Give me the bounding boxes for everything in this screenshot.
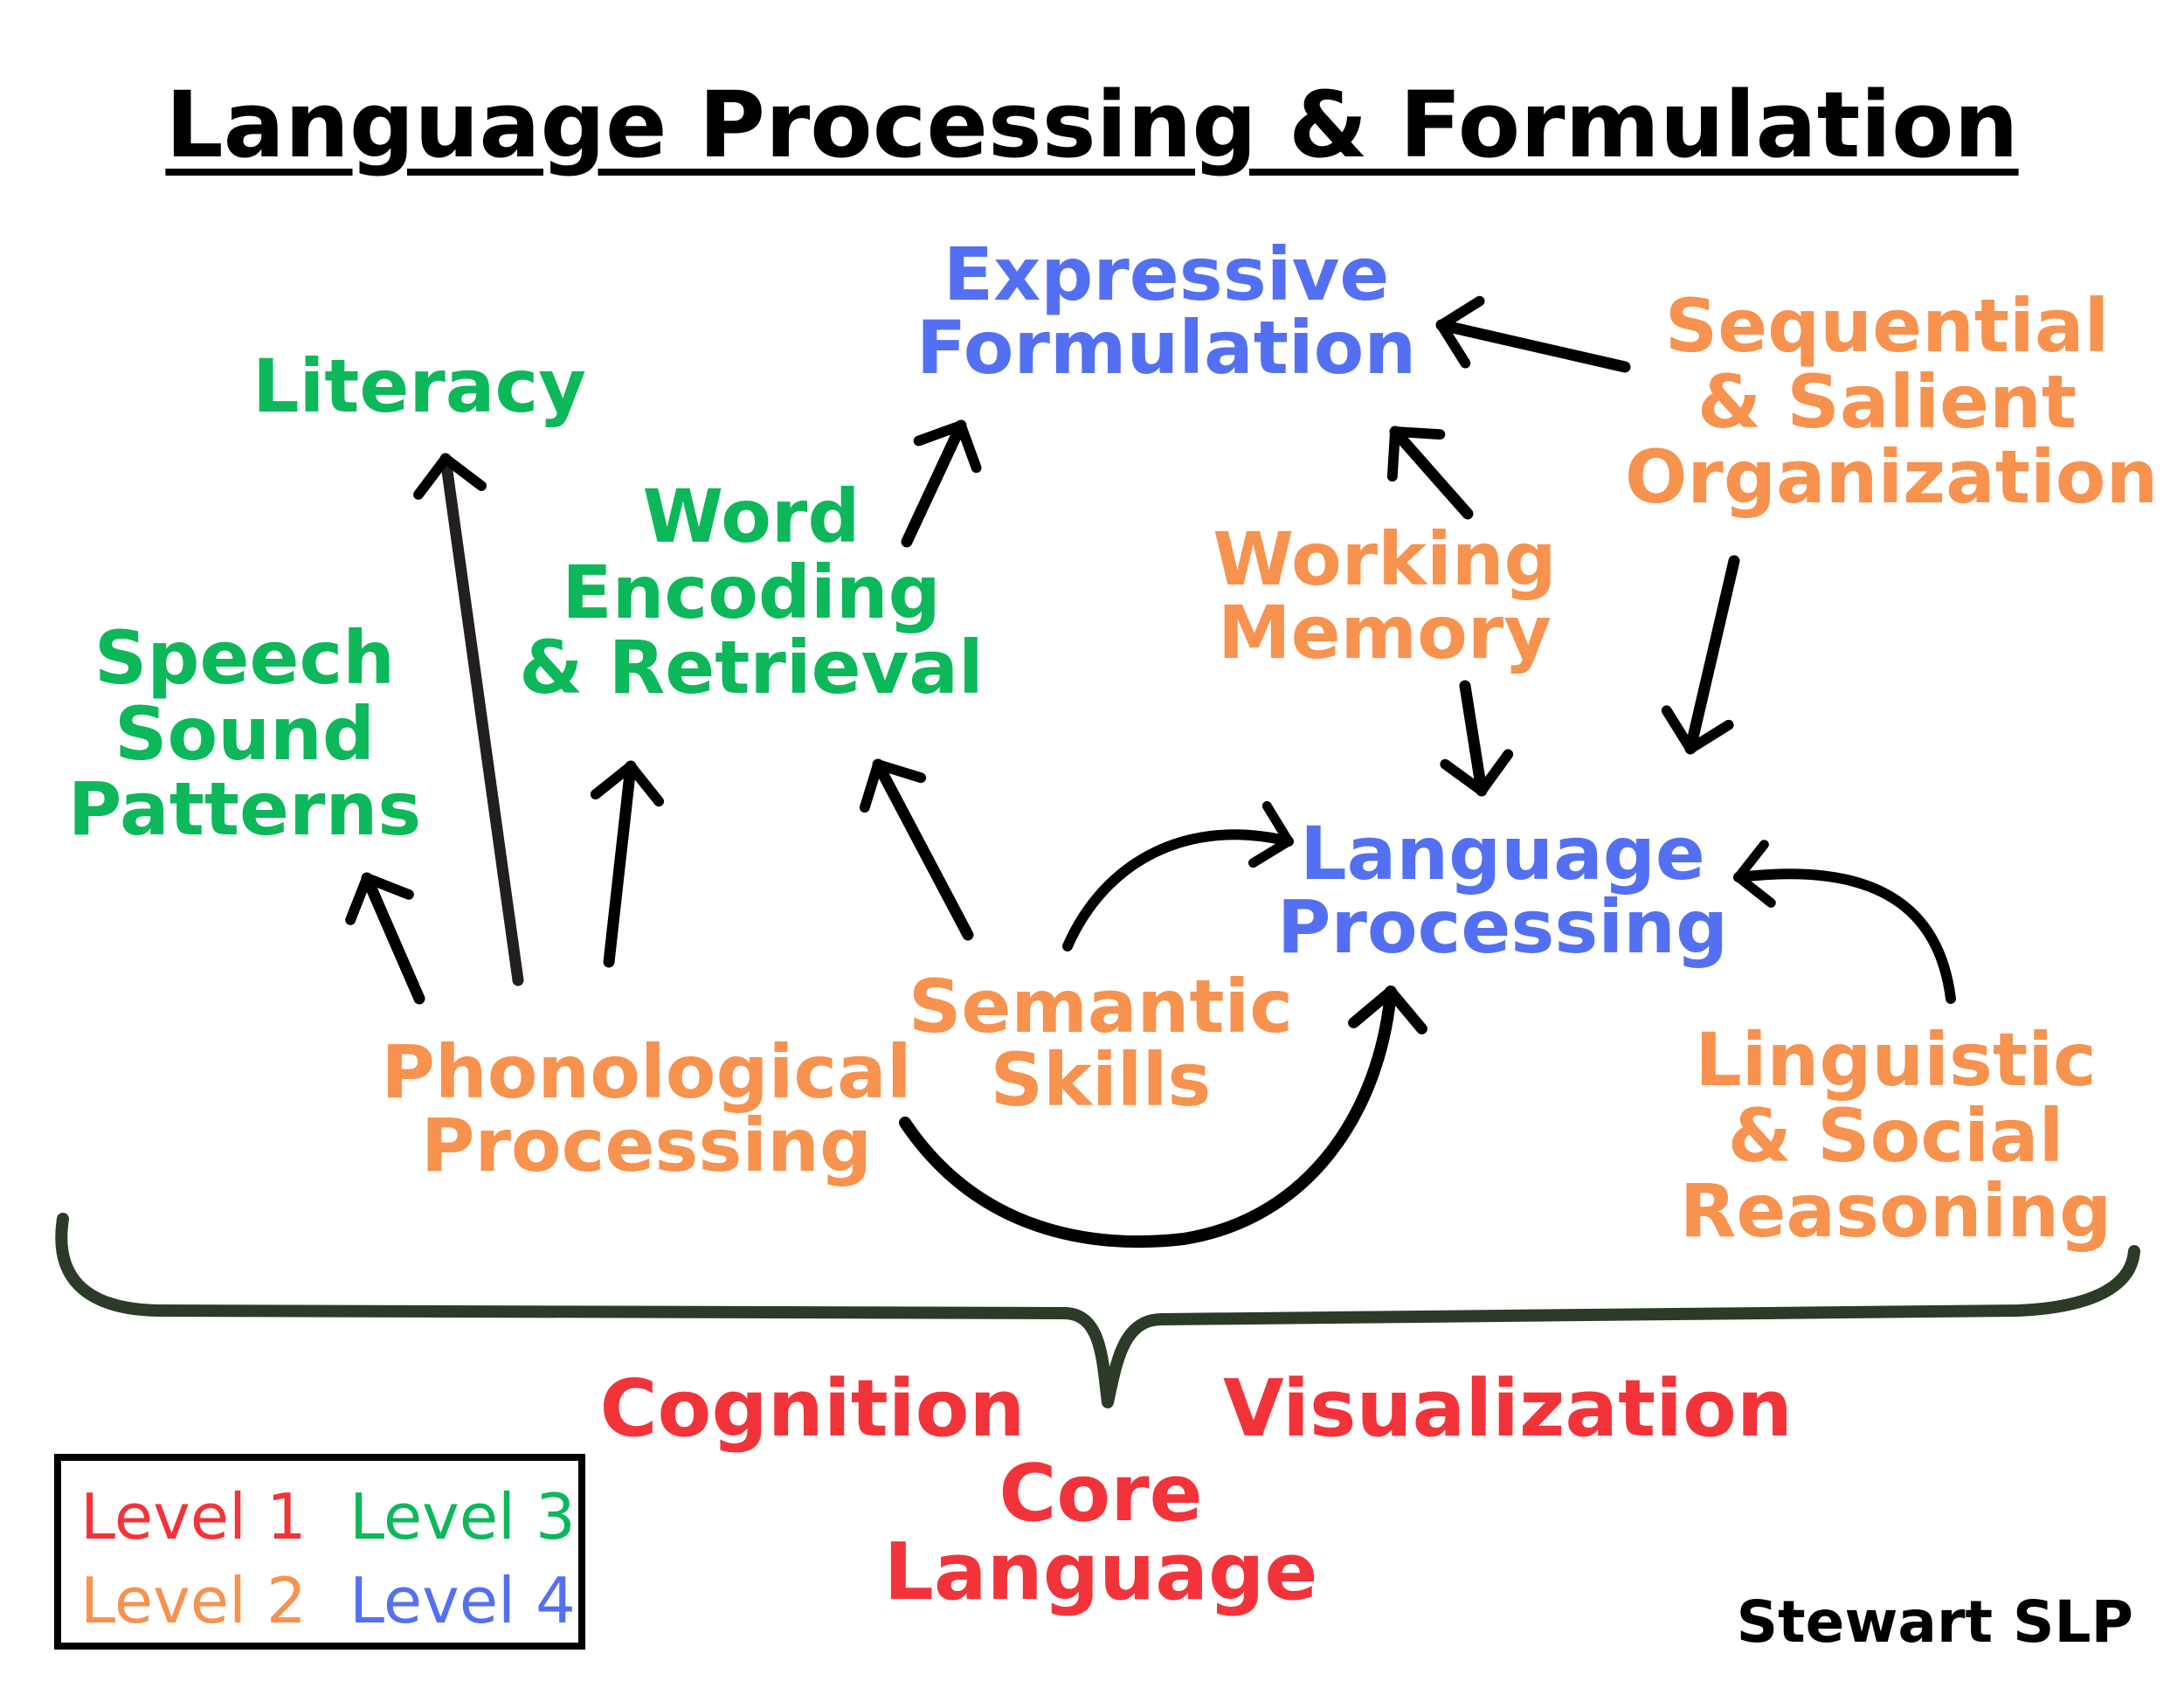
node-core-language: Core Language (882, 1455, 1319, 1612)
node-phonological-processing: Phonological Processing (358, 1035, 935, 1182)
legend-level-4: Level 4 (349, 1564, 576, 1637)
node-label: Memory (1218, 590, 1552, 675)
node-sequential-salient-organization: Sequential & Salient Organization (1625, 283, 2159, 521)
node-label: Expressive (943, 232, 1390, 317)
node-label: Semantic (908, 964, 1294, 1049)
arrow-word-to-expressive (901, 419, 982, 548)
arrow-phonological-to-processing (899, 986, 1427, 1248)
node-speech-sound-patterns: Speech Sound Patterns (61, 620, 428, 847)
arrow-linguistic-to-processing (1733, 840, 1956, 1004)
node-label: Language (1300, 811, 1705, 896)
node-label: Skills (990, 1037, 1212, 1123)
node-word-encoding-retrieval: Word Encoding & Retrieval (515, 479, 987, 706)
node-label: Working (1213, 516, 1557, 602)
node-label: Reasoning (1679, 1168, 2112, 1255)
node-label: Sound (114, 690, 375, 777)
legend: Level 1 Level 3 Level 2 Level 4 (54, 1454, 585, 1650)
node-label: & Retrieval (519, 625, 984, 711)
node-label: Sequential (1664, 283, 2110, 369)
node-language-processing: Language Processing (1275, 817, 1730, 964)
node-label: & Salient (1697, 358, 2077, 445)
node-label: Patterns (67, 766, 422, 853)
node-label: Literacy (252, 343, 587, 429)
node-expressive-formulation: Expressive Formulation (904, 238, 1428, 384)
legend-level-3: Level 3 (349, 1480, 576, 1553)
node-label: Formulation (916, 305, 1417, 391)
arrow-memory-to-processing (1440, 680, 1514, 797)
node-semantic-skills: Semantic Skills (900, 970, 1302, 1117)
arrow-phonological-to-speech (345, 872, 425, 1005)
node-label: Cognition (599, 1363, 1026, 1455)
node-label: Speech (93, 615, 396, 701)
node-label: Core (999, 1448, 1203, 1539)
node-label: Word (642, 474, 860, 559)
node-literacy: Literacy (236, 349, 603, 423)
page-title: Language Processing & Formulation (165, 72, 2019, 178)
arrow-sequential-to-processing (1661, 555, 1740, 755)
node-working-memory: Working Memory (1192, 522, 1577, 669)
node-label: Organization (1625, 434, 2159, 521)
node-label: Phonological (381, 1029, 912, 1115)
arrow-phonological-to-literacy (413, 453, 524, 986)
author-credit: Stewart SLP (1736, 1588, 2133, 1656)
node-label: Processing (1276, 884, 1729, 970)
curly-brace (55, 1213, 2140, 1408)
node-linguistic-social-reasoning: Linguistic & Social Reasoning (1660, 1022, 2132, 1249)
arrow-phonological-to-word (590, 760, 665, 968)
node-label: Visualization (1223, 1363, 1793, 1455)
node-label: Linguistic (1695, 1017, 2097, 1103)
node-cognition: Cognition (594, 1370, 1031, 1449)
node-label: Encoding (562, 549, 941, 635)
legend-level-2: Level 2 (80, 1564, 307, 1637)
arrow-memory-to-expressive (1386, 425, 1474, 520)
node-label: & Social (1727, 1092, 2064, 1179)
legend-level-1: Level 1 (80, 1480, 307, 1553)
arrow-sequential-to-expressive (1435, 295, 1631, 373)
node-label: Processing (420, 1103, 873, 1188)
node-visualization: Visualization (1223, 1363, 1793, 1455)
arrow-semantic-to-processing (1062, 800, 1294, 951)
arrow-semantic-to-word (859, 758, 974, 941)
node-label: Language (883, 1526, 1318, 1618)
